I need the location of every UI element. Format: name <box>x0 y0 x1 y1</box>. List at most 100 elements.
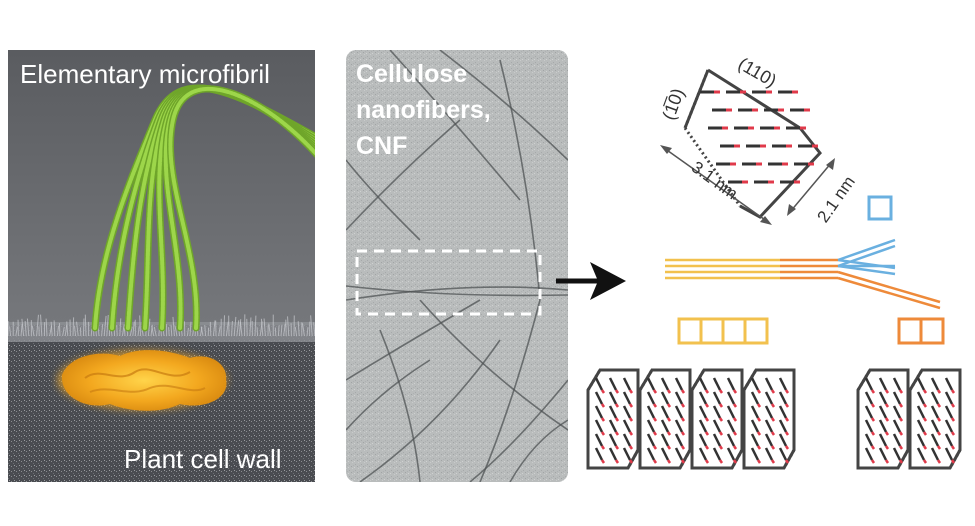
wall-fiber <box>40 314 43 337</box>
wall-fiber <box>139 315 142 337</box>
chain-segment-red <box>652 431 658 436</box>
wall-fiber <box>233 316 237 337</box>
chain-segment <box>750 405 760 419</box>
chain-segment <box>916 433 926 447</box>
nanofiber <box>379 329 421 482</box>
chain-segment <box>764 377 774 391</box>
chain-segment-red <box>922 431 928 436</box>
chain-segment-red <box>756 431 762 436</box>
wall-fiber <box>174 325 178 337</box>
chain-segment-red <box>922 389 928 394</box>
chain-segment-red <box>898 459 904 464</box>
chain-segment <box>674 447 684 461</box>
chain-segment-red <box>870 445 876 450</box>
chain-segment-red <box>614 445 620 450</box>
chain-segment <box>660 377 670 391</box>
chain-segment <box>608 377 618 391</box>
chain-segment-red <box>936 417 942 422</box>
chain-segment-red <box>950 389 956 394</box>
chain-segment-red <box>922 417 928 422</box>
chain-segment <box>698 391 708 405</box>
wall-fiber <box>9 326 12 337</box>
chain-segment <box>878 377 888 391</box>
chain-segment-red <box>614 417 620 422</box>
chain-segment <box>726 391 736 405</box>
wall-fiber <box>168 327 170 337</box>
chain-segment-red <box>756 403 762 408</box>
chain-segment-red <box>884 389 890 394</box>
chain-segment <box>864 419 874 433</box>
microfibril-illustration <box>8 50 315 482</box>
chain-segment-red <box>666 445 672 450</box>
chain-segment <box>712 405 722 419</box>
chain-segment-red <box>628 403 634 408</box>
chain-segment <box>930 447 940 461</box>
wall-fiber <box>20 323 23 337</box>
chain-segment <box>674 391 684 405</box>
chain-segment-red <box>704 403 710 408</box>
label-plant-cell-wall: Plant cell wall <box>124 444 282 474</box>
chain-segment <box>646 433 656 447</box>
chain-segment <box>778 447 788 461</box>
chain-segment-red <box>770 403 776 408</box>
chain-segment <box>892 391 902 405</box>
wall-fiber <box>239 321 243 337</box>
wall-fiber <box>153 326 157 337</box>
chain-segment <box>726 433 736 447</box>
wall-fiber <box>103 315 107 337</box>
zoom-selection-box <box>355 249 542 316</box>
wall-fiber <box>260 318 264 337</box>
chain-segment-red <box>680 417 686 422</box>
chain-segment <box>712 433 722 447</box>
chain-segment <box>608 405 618 419</box>
chain-segment-red <box>770 389 776 394</box>
chain-segment-red <box>652 403 658 408</box>
wall-fiber <box>15 326 18 337</box>
chain-segment-red <box>732 459 738 464</box>
chain-segment <box>916 377 926 391</box>
chain-segment-red <box>600 403 606 408</box>
wall-fiber <box>26 318 30 337</box>
wall-fiber <box>287 316 290 337</box>
crystal-array <box>586 368 962 470</box>
nanofiber <box>419 299 568 431</box>
chain-segment-red <box>784 445 790 450</box>
chain-segment-red <box>732 417 738 422</box>
chain-segment <box>930 405 940 419</box>
chain-segment <box>712 377 722 391</box>
chain-segment-red <box>600 445 606 450</box>
chain-segment <box>892 405 902 419</box>
chain-segment-red <box>628 417 634 422</box>
chain-segment <box>864 447 874 461</box>
chain-segment <box>594 419 604 433</box>
chain-segment <box>930 419 940 433</box>
wall-fiber <box>254 315 257 337</box>
chain-segment <box>878 433 888 447</box>
chain-segment <box>608 419 618 433</box>
chain-segment-red <box>666 389 672 394</box>
chain-segment-red <box>732 389 738 394</box>
chain-segment-red <box>770 445 776 450</box>
wall-fiber <box>313 322 315 337</box>
chain-segment-red <box>628 431 634 436</box>
chain-segment-red <box>704 389 710 394</box>
chain-segment-red <box>628 459 634 464</box>
wall-fiber <box>76 321 79 337</box>
chain-segment <box>646 377 656 391</box>
chain-segment <box>660 391 670 405</box>
chain-segment <box>778 405 788 419</box>
chain-segment <box>764 419 774 433</box>
chain-segment <box>674 433 684 447</box>
label-cnf-line2: nanofibers, <box>356 96 491 124</box>
chain-segment <box>764 405 774 419</box>
chain-segment-red <box>898 445 904 450</box>
nanofiber <box>346 285 568 297</box>
crystal-block <box>742 368 796 470</box>
chain-segment-red <box>950 445 956 450</box>
wall-fiber <box>82 318 85 337</box>
orange-branch <box>837 270 941 304</box>
chain-segment-red <box>652 459 658 464</box>
chain-segment-red <box>784 389 790 394</box>
chain-segment-red <box>870 417 876 422</box>
crystal-block <box>638 368 692 470</box>
